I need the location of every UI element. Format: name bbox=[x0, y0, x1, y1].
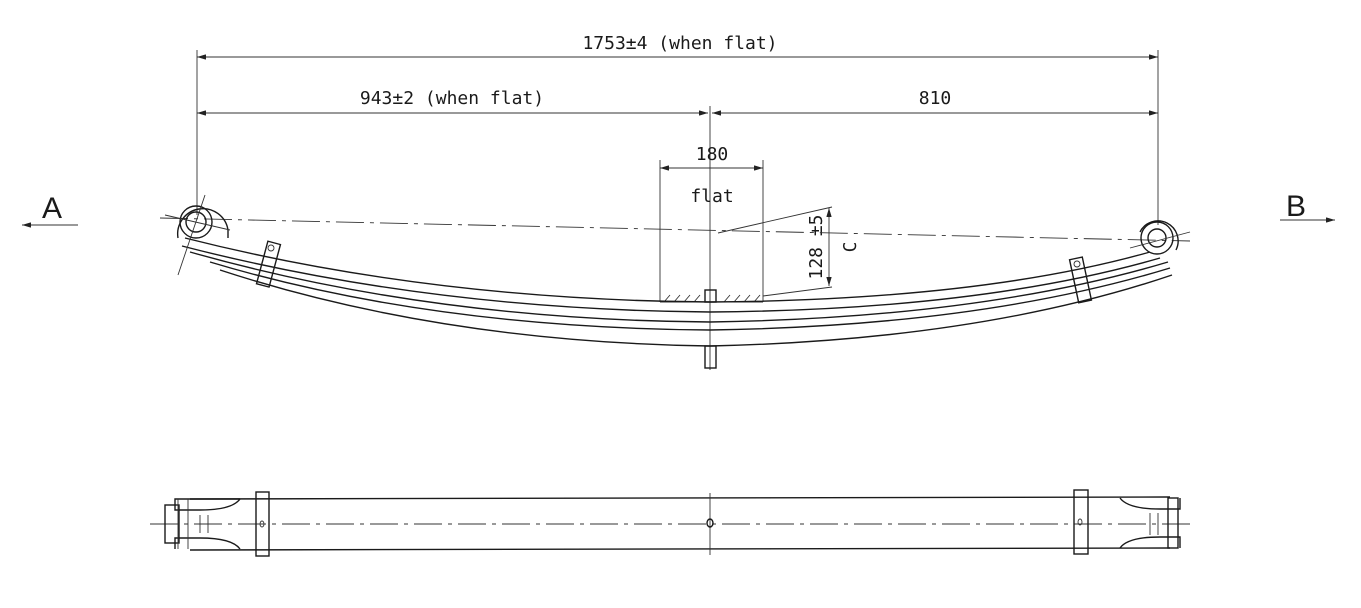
spring-leaves bbox=[181, 237, 1173, 347]
view-b-text: B bbox=[1286, 190, 1306, 223]
view-label-b: B bbox=[1280, 190, 1335, 223]
rear-length-label: 810 bbox=[919, 88, 952, 109]
rebound-clip-right bbox=[1068, 256, 1093, 304]
flat-note-label: flat bbox=[690, 186, 733, 207]
center-width-label: 180 bbox=[696, 144, 729, 165]
camber-extension-top bbox=[717, 206, 833, 234]
view-label-a: A bbox=[22, 192, 78, 228]
overall-length-label: 1753±4 (when flat) bbox=[582, 33, 777, 54]
center-bolt bbox=[704, 289, 717, 369]
right-spring-eye bbox=[1129, 220, 1191, 255]
left-spring-eye bbox=[164, 194, 231, 276]
camber-extension-bottom bbox=[762, 286, 833, 297]
camber-label: 128 ±5 bbox=[806, 214, 827, 279]
plan-view bbox=[150, 489, 1190, 557]
camber-ref-label: C bbox=[840, 242, 861, 253]
rebound-clip-left bbox=[255, 240, 282, 288]
front-length-label: 943±2 (when flat) bbox=[360, 88, 544, 109]
view-a-text: A bbox=[42, 192, 62, 225]
eye-centerline bbox=[159, 217, 1191, 242]
